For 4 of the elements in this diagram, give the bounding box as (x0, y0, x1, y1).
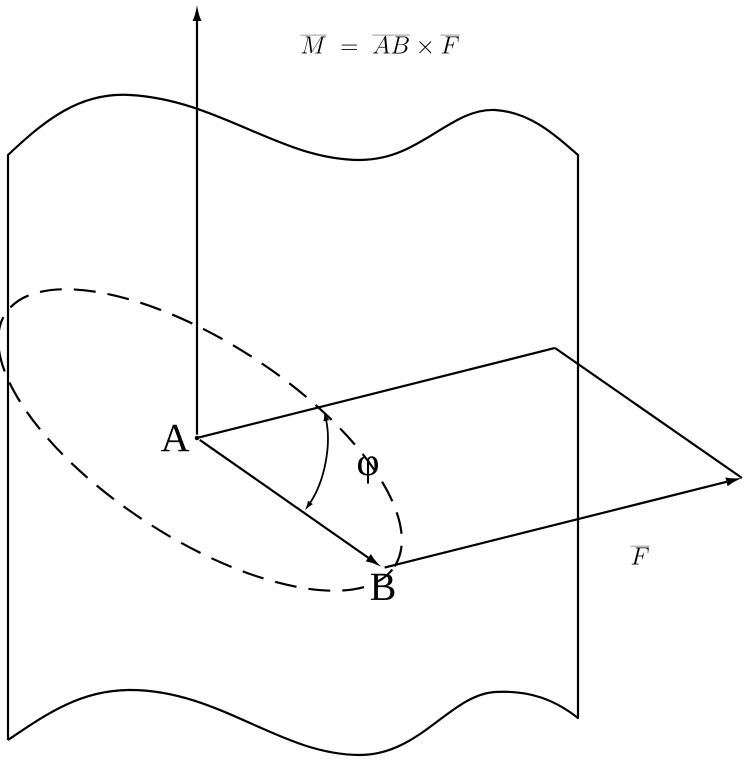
formula: $\overline{M}\;=\;\overline{AB}\times\overline{F}$ (300, 35, 460, 54)
vector-arrow (199, 439, 378, 565)
point-label: B (370, 574, 394, 600)
point-label: A (161, 424, 200, 452)
